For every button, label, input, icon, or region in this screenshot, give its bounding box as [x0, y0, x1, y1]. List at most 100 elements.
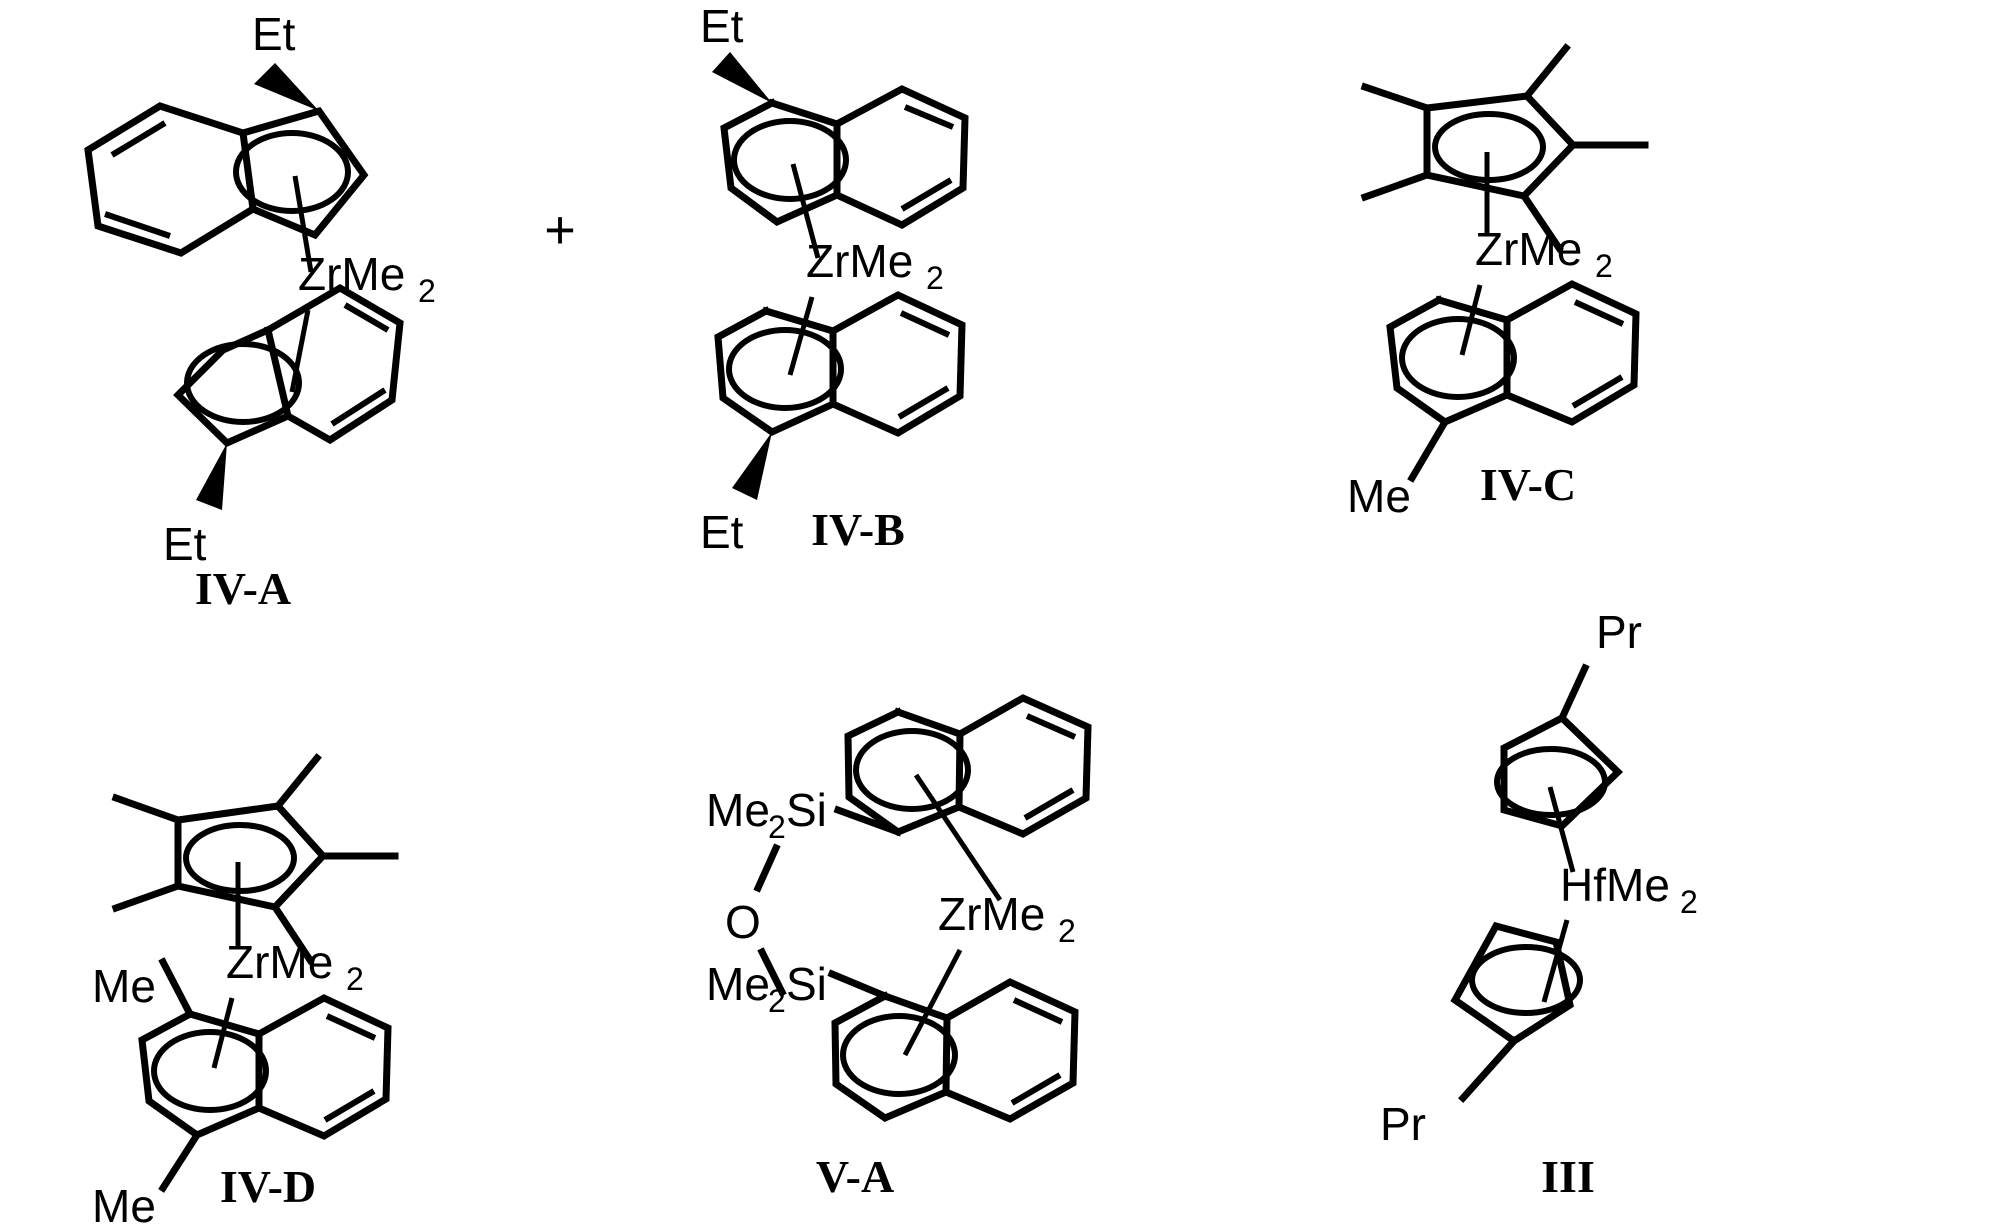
bridge-label-si-upper: Si [786, 784, 827, 836]
cp-top-bond [1434, 295, 1512, 325]
v-a-metal-center: ZrMe 2 [938, 888, 1076, 949]
aromatic-circle [233, 130, 351, 214]
metal-bond-lower [902, 948, 963, 1057]
compound-iv-a: Et ZrMe 2 [84, 8, 436, 614]
cp-ring [1450, 921, 1574, 1046]
compound-iv-c: ZrMe 2 Me IV-C [1347, 43, 1649, 522]
bond-si-o-upper [753, 843, 781, 893]
bridge-label-si-lower: Si [786, 958, 827, 1010]
bond-to-silicon-lower [827, 969, 890, 1001]
bridge-subscript-lower: 2 [768, 983, 786, 1019]
cp-ring [720, 98, 842, 227]
benzo-ring [832, 85, 969, 229]
compound-label-iv-d: IV-D [220, 1161, 316, 1212]
benzo-double-1 [1012, 997, 1064, 1025]
compound-label-v-a: V-A [816, 1151, 894, 1202]
benzo-double-2 [900, 177, 953, 212]
iv-b-top-indenyl [712, 52, 969, 259]
metal-bond-lower [289, 309, 311, 393]
benzo-double-2 [323, 1088, 376, 1123]
substituent-label-me: Me [1347, 470, 1411, 522]
methyl-stub-2 [1522, 43, 1571, 101]
aromatic-circle [1399, 316, 1517, 400]
bond-to-propyl [1458, 1036, 1519, 1103]
aromatic-circle [184, 341, 302, 425]
iv-c-indenyl [1386, 280, 1640, 483]
compound-label-iii: III [1541, 1151, 1595, 1202]
cp-top-bond [761, 306, 838, 336]
bridge-subscript-upper: 2 [768, 809, 786, 845]
benzo-double-1 [343, 302, 390, 333]
cp-star-ring [1423, 92, 1578, 200]
iii-upper-cp [1494, 663, 1624, 873]
iii-lower-cp [1450, 919, 1583, 1103]
bridge-label-me-lower: Me [706, 958, 770, 1010]
iv-a-top-indenyl [84, 63, 369, 273]
iii-metal-center: HfMe 2 [1560, 859, 1698, 920]
wedge-bond-et [196, 443, 227, 510]
metal-bond-lower [1541, 919, 1570, 1003]
v-a-silicon-lower: Me 2 Si [706, 947, 827, 1019]
aromatic-circle [726, 327, 844, 411]
methyl-stub-5 [1360, 170, 1432, 202]
metal-bond-upper [292, 175, 314, 273]
substituent-label-me-lower: Me [92, 1180, 156, 1228]
bond-to-methyl-upper [158, 957, 195, 1019]
benzo-double-2 [330, 387, 387, 427]
benzo-double-2 [897, 385, 950, 420]
aromatic-circle [853, 728, 971, 812]
wedge-bond-et [254, 63, 319, 111]
benzo-double-2 [104, 211, 171, 239]
bridge-label-me-upper: Me [706, 784, 770, 836]
substituent-label-et-bottom: Et [700, 506, 744, 558]
benzo-double-1 [110, 120, 167, 158]
benzo-ring [254, 994, 392, 1140]
cp-top-bond [767, 98, 842, 129]
compound-label-iv-a: IV-A [195, 563, 291, 614]
iv-c-cp-star [1360, 43, 1649, 253]
iv-b-metal-center: ZrMe 2 [806, 235, 944, 296]
iv-d-indenyl [138, 957, 392, 1193]
aromatic-circle [1494, 746, 1608, 818]
benzo-ring [1502, 280, 1640, 426]
cp-ring [714, 306, 838, 437]
compound-iv-b: Et ZrMe 2 Et IV-B [700, 0, 969, 558]
cp-top-bond [185, 1009, 264, 1039]
metal-bond-lower [787, 296, 815, 376]
methyl-stub-1 [111, 793, 183, 825]
metal-label: ZrMe [938, 888, 1045, 940]
compound-label-iv-b: IV-B [811, 504, 905, 555]
metal-bond-upper [790, 163, 821, 259]
wedge-bond-et [712, 52, 772, 103]
benzo-double-1 [1573, 299, 1625, 327]
iv-d-metal-center: ZrMe 2 [226, 936, 364, 997]
methyl-stub-2 [273, 753, 322, 811]
metal-subscript: 2 [346, 961, 364, 997]
wedge-bond-et [732, 432, 772, 500]
benzo-double-2 [1023, 787, 1075, 821]
metal-subscript: 2 [926, 260, 944, 296]
aromatic-circle [731, 118, 849, 202]
cp-top-bond [893, 707, 965, 739]
substituent-label-et-top: Et [700, 0, 744, 52]
metal-subscript: 2 [1058, 913, 1076, 949]
cp-fusion-bond [263, 325, 293, 421]
metal-bond-upper [1547, 786, 1576, 873]
aromatic-circle [151, 1029, 269, 1113]
aromatic-circle [840, 1013, 958, 1097]
bond-to-methyl [1407, 417, 1450, 483]
substituent-label-pr-bottom: Pr [1380, 1098, 1426, 1150]
benzo-ring [263, 283, 404, 445]
iv-b-bottom-indenyl [714, 291, 966, 500]
benzo-ring [828, 291, 966, 437]
benzo-double-1 [325, 1013, 377, 1041]
benzo-ring [954, 694, 1092, 838]
benzo-double-1 [903, 104, 955, 130]
cp-top-bond [880, 991, 952, 1023]
bond-to-methyl-lower [158, 1130, 202, 1193]
metal-label: ZrMe [1475, 223, 1582, 275]
metal-subscript: 2 [1595, 248, 1613, 284]
substituent-label-et-bottom: Et [163, 518, 207, 570]
